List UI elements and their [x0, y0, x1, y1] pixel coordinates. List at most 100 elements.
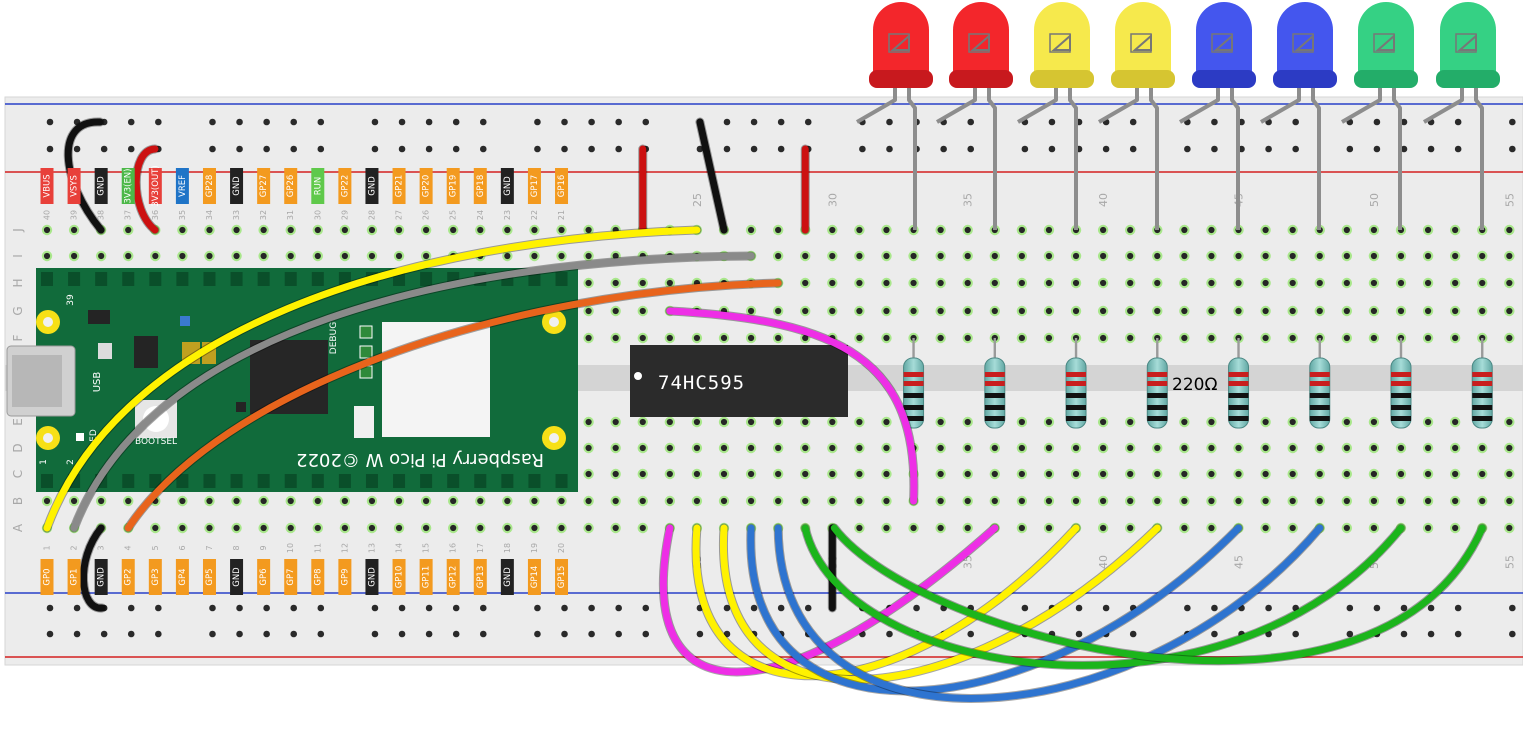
breadboard-hole[interactable]	[1262, 418, 1269, 426]
rail-hole[interactable]	[73, 145, 81, 153]
breadboard-hole[interactable]	[70, 497, 78, 505]
breadboard-hole[interactable]	[1397, 307, 1405, 315]
breadboard-hole[interactable]	[937, 524, 944, 532]
breadboard-hole[interactable]	[1045, 334, 1053, 342]
breadboard-hole[interactable]	[720, 418, 728, 426]
wire-blue-out-b[interactable]	[774, 524, 1324, 702]
breadboard-hole[interactable]	[1154, 279, 1161, 287]
wire-green-out-b[interactable]	[830, 524, 1486, 665]
rail-hole[interactable]	[940, 145, 947, 153]
rail-hole[interactable]	[1509, 630, 1516, 638]
breadboard-hole[interactable]	[1424, 279, 1432, 287]
breadboard-hole[interactable]	[666, 497, 673, 505]
breadboard-hole[interactable]	[70, 226, 78, 234]
breadboard-hole[interactable]	[747, 470, 755, 478]
breadboard-hole[interactable]	[1289, 497, 1296, 505]
breadboard-hole[interactable]	[531, 226, 538, 234]
breadboard-hole[interactable]	[341, 226, 348, 234]
breadboard-hole[interactable]	[585, 334, 592, 342]
breadboard-hole[interactable]	[1154, 470, 1161, 478]
rail-hole[interactable]	[777, 145, 785, 153]
breadboard-hole[interactable]	[1452, 497, 1459, 505]
breadboard-hole[interactable]	[585, 279, 592, 287]
breadboard-hole[interactable]	[1316, 444, 1323, 452]
breadboard-hole[interactable]	[423, 226, 430, 234]
breadboard-hole[interactable]	[1370, 252, 1378, 260]
rail-hole[interactable]	[479, 630, 487, 638]
rail-hole[interactable]	[263, 630, 270, 638]
breadboard-hole[interactable]	[1370, 444, 1378, 452]
breadboard-hole[interactable]	[1289, 226, 1296, 234]
breadboard-hole[interactable]	[423, 252, 430, 260]
breadboard-hole[interactable]	[1397, 279, 1405, 287]
breadboard-hole[interactable]	[856, 252, 863, 260]
breadboard-hole[interactable]	[1262, 226, 1269, 234]
breadboard-hole[interactable]	[1452, 252, 1459, 260]
rail-hole[interactable]	[155, 118, 162, 126]
rail-hole[interactable]	[1184, 604, 1191, 612]
breadboard-hole[interactable]	[883, 279, 890, 287]
breadboard-hole[interactable]	[1154, 497, 1161, 505]
breadboard-hole[interactable]	[1208, 444, 1215, 452]
rail-hole[interactable]	[479, 604, 487, 612]
breadboard-hole[interactable]	[1235, 470, 1242, 478]
rail-hole[interactable]	[723, 118, 731, 126]
breadboard-hole[interactable]	[1479, 252, 1486, 260]
breadboard-hole[interactable]	[639, 418, 646, 426]
breadboard-hole[interactable]	[504, 252, 511, 260]
rail-hole[interactable]	[1075, 604, 1083, 612]
rail-hole[interactable]	[1346, 630, 1354, 638]
breadboard-hole[interactable]	[450, 524, 457, 532]
breadboard-hole[interactable]	[964, 334, 971, 342]
breadboard-hole[interactable]	[1045, 497, 1053, 505]
breadboard-hole[interactable]	[1072, 279, 1080, 287]
breadboard-hole[interactable]	[1370, 497, 1378, 505]
breadboard-hole[interactable]	[585, 444, 592, 452]
breadboard-hole[interactable]	[477, 497, 484, 505]
breadboard-hole[interactable]	[1100, 470, 1107, 478]
breadboard-hole[interactable]	[179, 252, 186, 260]
rail-hole[interactable]	[561, 630, 568, 638]
breadboard-hole[interactable]	[1289, 470, 1296, 478]
breadboard-hole[interactable]	[585, 497, 592, 505]
breadboard-hole[interactable]	[775, 444, 782, 452]
wire-magenta-q7[interactable]	[659, 524, 999, 676]
breadboard-hole[interactable]	[395, 524, 403, 532]
breadboard-hole[interactable]	[639, 497, 646, 505]
rail-hole[interactable]	[479, 145, 487, 153]
breadboard-hole[interactable]	[477, 226, 484, 234]
breadboard-hole[interactable]	[991, 470, 998, 478]
breadboard-hole[interactable]	[1397, 252, 1405, 260]
rail-hole[interactable]	[317, 145, 325, 153]
breadboard-hole[interactable]	[802, 444, 809, 452]
rail-hole[interactable]	[777, 118, 785, 126]
rail-hole[interactable]	[452, 145, 460, 153]
rail-hole[interactable]	[1427, 604, 1435, 612]
breadboard-hole[interactable]	[1018, 524, 1025, 532]
rail-hole[interactable]	[1292, 604, 1299, 612]
rail-hole[interactable]	[317, 630, 325, 638]
wire-magenta-q0[interactable]	[666, 307, 918, 505]
breadboard-hole[interactable]	[1452, 418, 1459, 426]
breadboard-hole[interactable]	[829, 226, 836, 234]
rail-hole[interactable]	[750, 118, 758, 126]
breadboard-hole[interactable]	[1506, 418, 1513, 426]
breadboard-hole[interactable]	[1181, 252, 1188, 260]
breadboard-hole[interactable]	[883, 497, 890, 505]
breadboard-hole[interactable]	[1424, 524, 1432, 532]
rail-hole[interactable]	[1211, 118, 1218, 126]
breadboard-hole[interactable]	[829, 418, 836, 426]
rail-hole[interactable]	[1102, 604, 1110, 612]
breadboard-hole[interactable]	[747, 307, 755, 315]
breadboard-hole[interactable]	[450, 226, 457, 234]
breadboard-hole[interactable]	[1424, 334, 1432, 342]
breadboard-hole[interactable]	[775, 252, 782, 260]
rail-hole[interactable]	[236, 604, 243, 612]
breadboard-hole[interactable]	[1262, 279, 1269, 287]
breadboard-hole[interactable]	[1127, 444, 1134, 452]
breadboard-hole[interactable]	[1045, 307, 1053, 315]
breadboard-hole[interactable]	[856, 418, 863, 426]
breadboard-hole[interactable]	[1262, 524, 1269, 532]
breadboard-hole[interactable]	[1452, 470, 1459, 478]
breadboard-hole[interactable]	[937, 418, 944, 426]
